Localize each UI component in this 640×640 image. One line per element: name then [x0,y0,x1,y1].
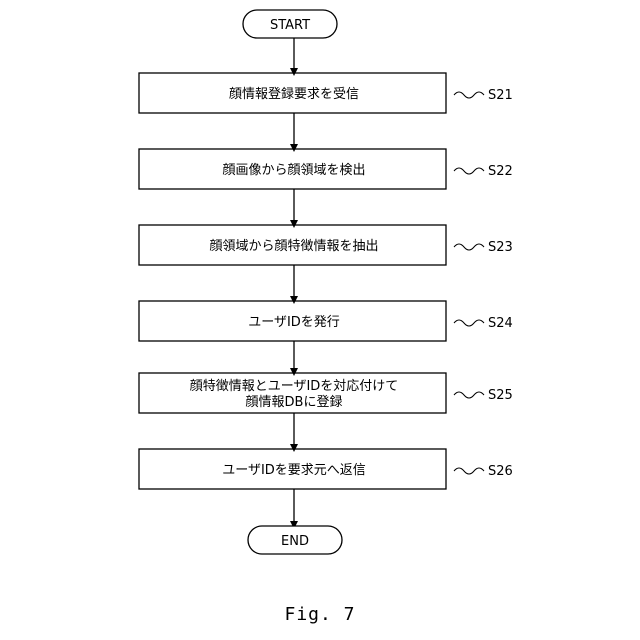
process-label: 顔画像から顔領域を検出 [222,162,365,178]
step-id-label: S22 [488,164,513,179]
step-leader-line [454,320,484,326]
end-label: END [281,534,309,549]
step-leader-line [454,392,484,398]
process-steps: 顔情報登録要求を受信 S21 顔画像から顔領域を検出 S22 顔領域から顔特徴情報を抽出… [139,73,513,489]
start-terminal: START [243,10,337,38]
process-label: 顔情報登録要求を受信 [229,87,359,102]
process-step: 顔情報登録要求を受信 S21 [139,73,513,113]
step-leader-line [454,244,484,250]
process-step: 顔領域から顔特徴情報を抽出 S23 [139,225,513,265]
process-label: 顔特徴情報とユーザIDを対応付けて [190,379,399,394]
process-step: ユーザIDを発行 S24 [139,301,513,341]
process-step: ユーザIDを要求元へ返信 S26 [139,449,513,489]
step-id-label: S25 [488,388,513,403]
step-id-label: S26 [488,464,513,479]
figure-caption: Fig. 7 [0,604,640,625]
step-leader-line [454,168,484,174]
step-id-label: S24 [488,316,513,331]
process-label: 顔領域から顔特徴情報を抽出 [209,238,378,254]
step-id-label: S21 [488,88,513,103]
process-label: ユーザIDを要求元へ返信 [222,463,366,478]
start-label: START [270,18,310,33]
step-leader-line [454,92,484,98]
step-id-label: S23 [488,240,513,255]
process-label: 顔情報DBに登録 [246,395,343,410]
process-step: 顔特徴情報とユーザIDを対応付けて顔情報DBに登録 S25 [139,373,513,413]
process-step: 顔画像から顔領域を検出 S22 [139,149,513,189]
end-terminal: END [248,526,342,554]
process-label: ユーザIDを発行 [248,315,340,330]
step-leader-line [454,468,484,474]
